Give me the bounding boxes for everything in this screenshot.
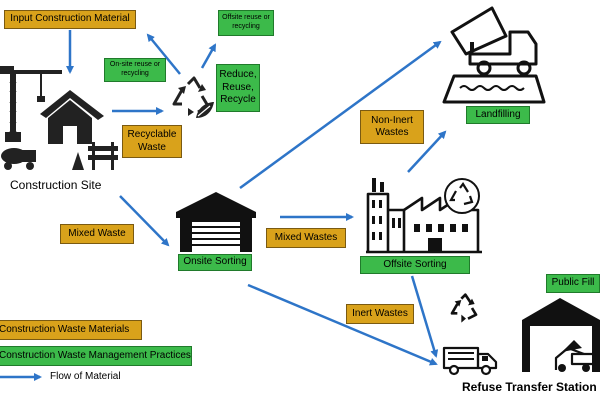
arrow-sorting-to-landfill xyxy=(239,40,442,190)
recycle-small-icon xyxy=(450,293,478,323)
arrow-rrr-to-offsite xyxy=(200,43,217,69)
offsite-reuse-box: Offsite reuse or recycling xyxy=(218,10,274,36)
legend-practices: Construction Waste Management Practices xyxy=(0,346,192,366)
public-fill-box: Public Fill xyxy=(546,274,600,293)
arrow-offsite-to-rts xyxy=(410,275,439,358)
legend-arrow xyxy=(0,373,42,381)
construction-site-label: Construction Site xyxy=(10,178,102,192)
onsite-reuse-box: On-site reuse or recycling xyxy=(104,58,166,82)
arrow-sorting-to-rts xyxy=(247,283,438,366)
recyclable-waste-box: Recyclable Waste xyxy=(122,125,182,158)
landfill-truck-icon xyxy=(442,6,546,104)
arrow-rrr-to-onsite xyxy=(146,33,181,75)
mixed-waste-box: Mixed Waste xyxy=(60,224,134,244)
legend-materials: Construction Waste Materials xyxy=(0,320,142,340)
input-material-box: Input Construction Material xyxy=(4,10,136,29)
transfer-station-icon xyxy=(522,298,600,372)
recycle-icon xyxy=(172,76,214,118)
factory-icon xyxy=(366,178,482,254)
legend-flow-label: Flow of Material xyxy=(50,371,121,382)
onsite-sorting-box: Onsite Sorting xyxy=(178,254,252,271)
offsite-sorting-box: Offsite Sorting xyxy=(360,256,470,274)
reduce-reuse-recycle-box: Reduce, Reuse, Recycle xyxy=(216,64,260,112)
landfilling-box: Landfilling xyxy=(466,106,530,124)
warehouse-icon xyxy=(176,192,256,252)
non-inert-wastes-box: Non-Inert Wastes xyxy=(360,110,424,144)
refuse-transfer-station-label: Refuse Transfer Station xyxy=(462,380,597,394)
arrow-site-to-sorting xyxy=(119,195,170,247)
arrow-offsite-to-landfill xyxy=(407,130,447,173)
garbage-truck-icon xyxy=(442,346,498,376)
construction-site-icon xyxy=(0,66,118,170)
mixed-wastes-box: Mixed Wastes xyxy=(266,228,346,248)
inert-wastes-box: Inert Wastes xyxy=(346,304,414,324)
